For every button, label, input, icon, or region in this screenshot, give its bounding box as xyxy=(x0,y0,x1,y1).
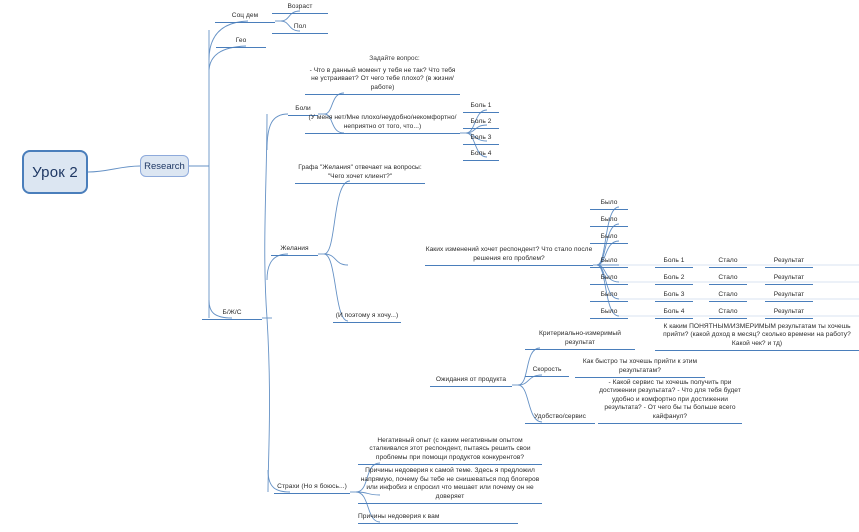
pain-item-3[interactable]: Боль 3 xyxy=(463,133,499,145)
matrix-pain-row-3[interactable]: Боль 3 xyxy=(655,290,693,302)
root-node-lesson[interactable]: Урок 2 xyxy=(22,150,88,194)
pain-item-2[interactable]: Боль 2 xyxy=(463,117,499,129)
node-pains[interactable]: Боли xyxy=(288,104,318,116)
fear-item-negative-experience[interactable]: Негативный опыт (с каким негативным опыт… xyxy=(358,427,542,465)
matrix-before-full-row-4[interactable]: Было xyxy=(590,307,628,319)
pains-header-note: Задайте вопрос: xyxy=(369,55,420,62)
matrix-before-full-row-1[interactable]: Было xyxy=(590,256,628,268)
node-desires[interactable]: Желания xyxy=(271,244,318,256)
matrix-result-row-4[interactable]: Результат xyxy=(765,307,813,319)
node-geo[interactable]: Гео xyxy=(216,36,266,48)
expectation-detail-measurable[interactable]: К каким ПОНЯТНЫМ/ИЗМЕРИМЫМ результатам т… xyxy=(655,321,859,351)
desires-changes-question[interactable]: Каких изменений хочет респондент? Что ст… xyxy=(425,245,593,266)
fear-item-distrust-you[interactable]: Причины недоверия к вам xyxy=(358,512,518,524)
matrix-before-row-2[interactable]: Было xyxy=(590,215,628,227)
matrix-pain-row-2[interactable]: Боль 2 xyxy=(655,273,693,285)
node-fears[interactable]: Страхи (Но я боюсь...) xyxy=(274,482,350,494)
desires-intro[interactable]: Графа "Желания" отвечает на вопросы: "Че… xyxy=(295,163,425,184)
node-bzhs[interactable]: Б/Ж/С xyxy=(202,308,262,320)
matrix-pain-row-1[interactable]: Боль 1 xyxy=(655,256,693,268)
pain-item-4[interactable]: Боль 4 xyxy=(463,149,499,161)
expectation-label-measurable[interactable]: Критериально-измеримый результат xyxy=(525,330,635,350)
matrix-after-row-3[interactable]: Стало xyxy=(709,290,747,302)
pain-item-1[interactable]: Боль 1 xyxy=(463,101,499,113)
node-soc-dem[interactable]: Соц дем xyxy=(215,10,275,23)
desires-therefore[interactable]: (И поэтому я хочу...) xyxy=(333,311,401,323)
matrix-after-row-1[interactable]: Стало xyxy=(709,256,747,268)
node-product-expectations[interactable]: Ожидания от продукта xyxy=(430,375,512,387)
matrix-before-row-3[interactable]: Было xyxy=(590,232,628,244)
matrix-pain-row-4[interactable]: Боль 4 xyxy=(655,307,693,319)
expectation-detail-service[interactable]: - Какой сервис ты хочешь получить при до… xyxy=(598,378,742,424)
expectation-label-speed[interactable]: Скорость xyxy=(525,365,569,377)
matrix-before-row-1[interactable]: Было xyxy=(590,198,628,210)
node-research[interactable]: Research xyxy=(140,155,189,177)
matrix-after-row-4[interactable]: Стало xyxy=(709,307,747,319)
pains-question-2[interactable]: (У меня нет/Мне плохо/неудобно/некомфорт… xyxy=(305,113,460,134)
expectation-detail-speed[interactable]: Как быстро ты хочешь прийти к этим резул… xyxy=(575,357,705,378)
matrix-result-row-3[interactable]: Результат xyxy=(765,290,813,302)
expectation-label-service[interactable]: Удобство/сервис xyxy=(525,412,595,424)
node-gender[interactable]: Пол xyxy=(272,22,328,34)
node-age[interactable]: Возраст xyxy=(272,2,328,14)
matrix-result-row-2[interactable]: Результат xyxy=(765,273,813,285)
matrix-before-full-row-2[interactable]: Было xyxy=(590,273,628,285)
matrix-after-row-2[interactable]: Стало xyxy=(709,273,747,285)
matrix-result-row-1[interactable]: Результат xyxy=(765,256,813,268)
fear-item-distrust-topic[interactable]: Причины недоверия к самой теме. Здесь я … xyxy=(358,466,542,504)
matrix-before-full-row-3[interactable]: Было xyxy=(590,290,628,302)
pains-question-1[interactable]: - Что в данный момент у тебя не так? Что… xyxy=(305,67,460,95)
